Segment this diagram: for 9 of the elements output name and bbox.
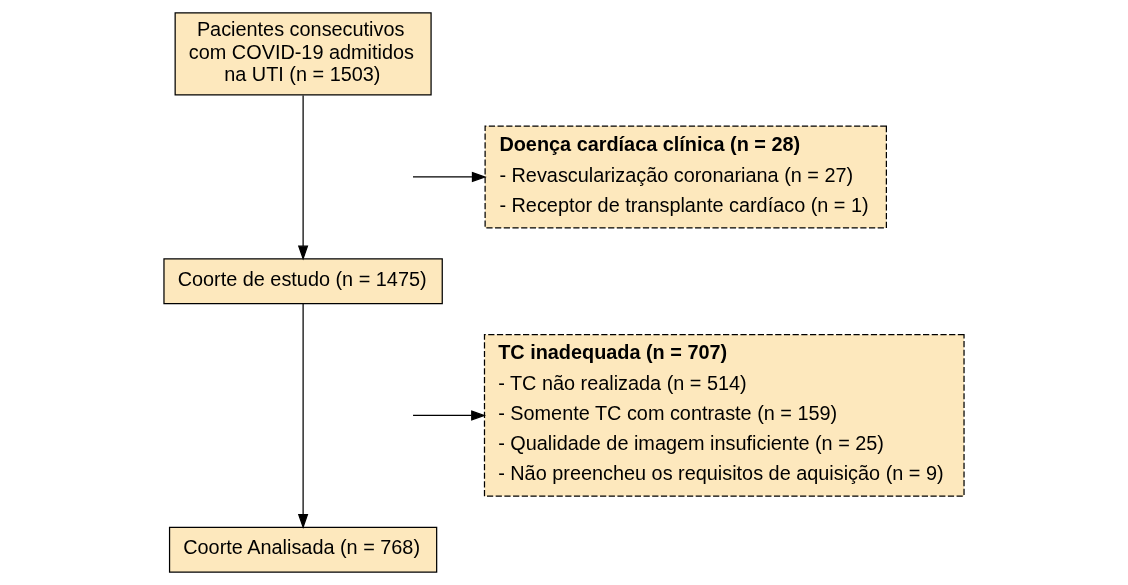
arrow: [297, 94, 309, 261]
node-box: Coorte de estudo (n = 1475): [163, 258, 443, 305]
node-box: TC inadequada (n = 707) - TC não realizada (n = 514) - Somente TC com contraste (n = 159) - Qualidade de imagem insuficiente (n = 25) - Não preencheu os requisitos de aquisição (n = 9): [483, 334, 965, 497]
node-box: Pacientes consecutivos com COVID-19 admitidos na UTI (n = 1503): [174, 12, 432, 96]
arrow: [297, 303, 309, 529]
node-box: Coorte Analisada (n = 768): [168, 526, 438, 573]
arrow: [412, 171, 487, 183]
arrow: [412, 410, 487, 421]
node-box: Doença cardíaca clínica (n = 28) - Revascularização coronariana (n = 27) - Receptor de transplante cardíaco (n = 1): [484, 125, 887, 229]
